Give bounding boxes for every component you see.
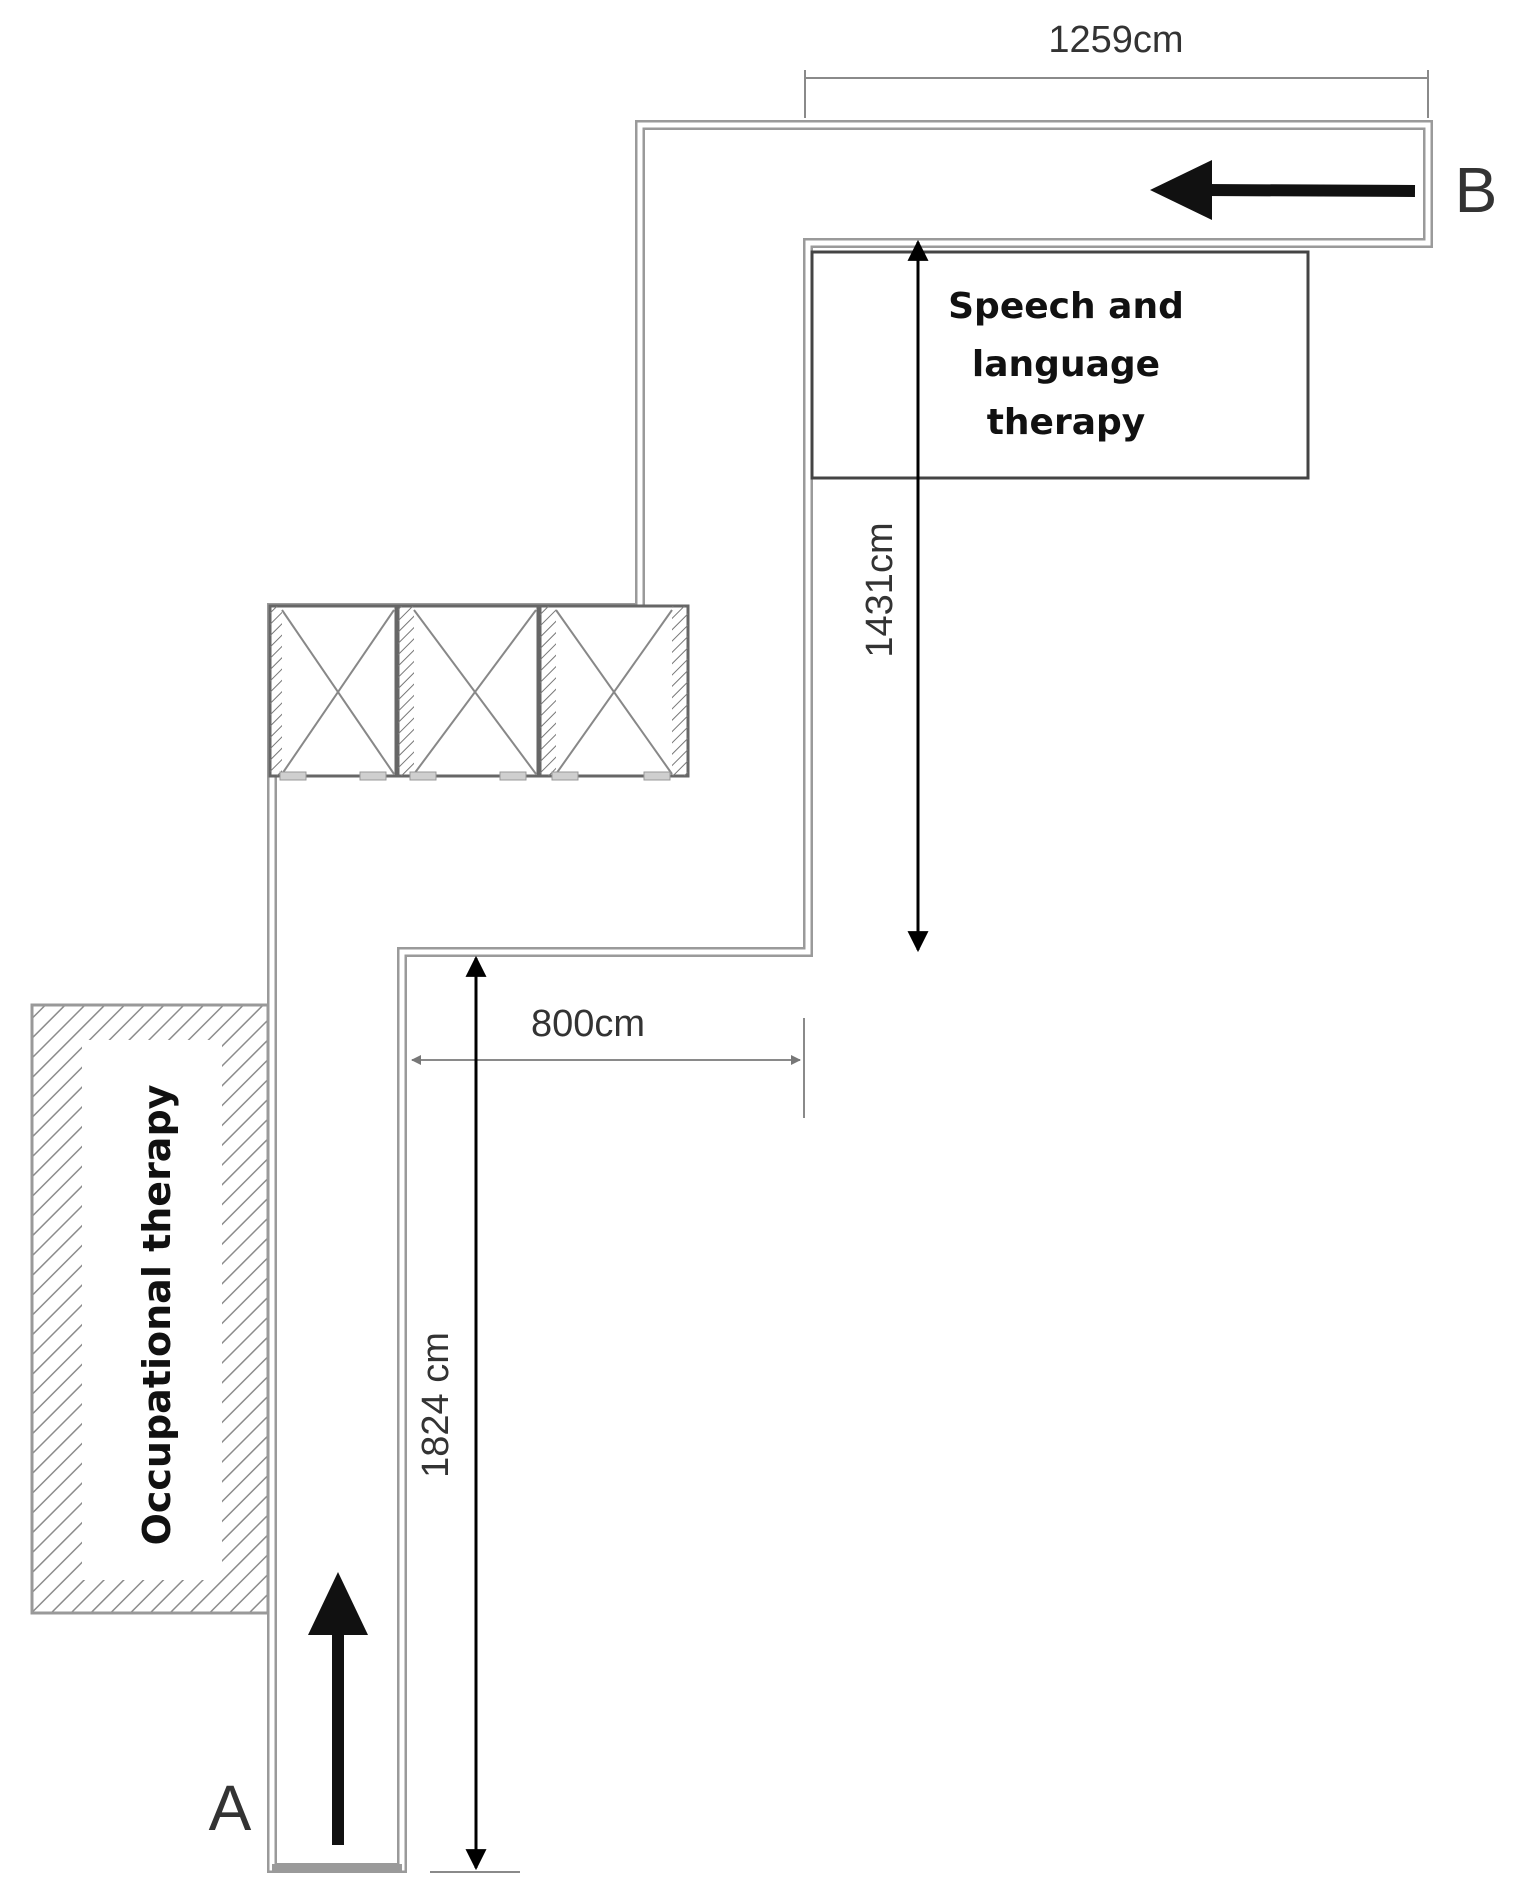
dimension-top-label: 1259cm	[1048, 19, 1183, 61]
speech-therapy-label-line1: Speech and	[948, 286, 1184, 327]
point-b-label: B	[1455, 154, 1498, 226]
elevator-doors	[279, 771, 671, 781]
elevator-block	[268, 604, 690, 781]
dimension-upper-vertical-label: 1431cm	[859, 522, 901, 657]
speech-therapy-room	[810, 250, 1310, 480]
occupational-therapy-label: Occupational therapy	[135, 1084, 179, 1545]
occupational-therapy-room	[30, 1003, 270, 1615]
elevator-2	[396, 604, 540, 778]
dimension-top	[804, 70, 1429, 118]
elevator-3	[538, 604, 690, 778]
direction-arrow-left	[1150, 160, 1416, 220]
speech-therapy-label-line2: language	[972, 344, 1160, 385]
dimension-lower-vertical-label: 1824 cm	[415, 1332, 457, 1478]
direction-arrow-up	[308, 1572, 368, 1845]
speech-therapy-label-line3: therapy	[987, 402, 1146, 443]
dimension-lower-vertical	[430, 955, 520, 1873]
elevator-1	[268, 604, 398, 778]
dimension-middle-label: 800cm	[531, 1003, 645, 1045]
point-a-label: A	[209, 1772, 252, 1844]
